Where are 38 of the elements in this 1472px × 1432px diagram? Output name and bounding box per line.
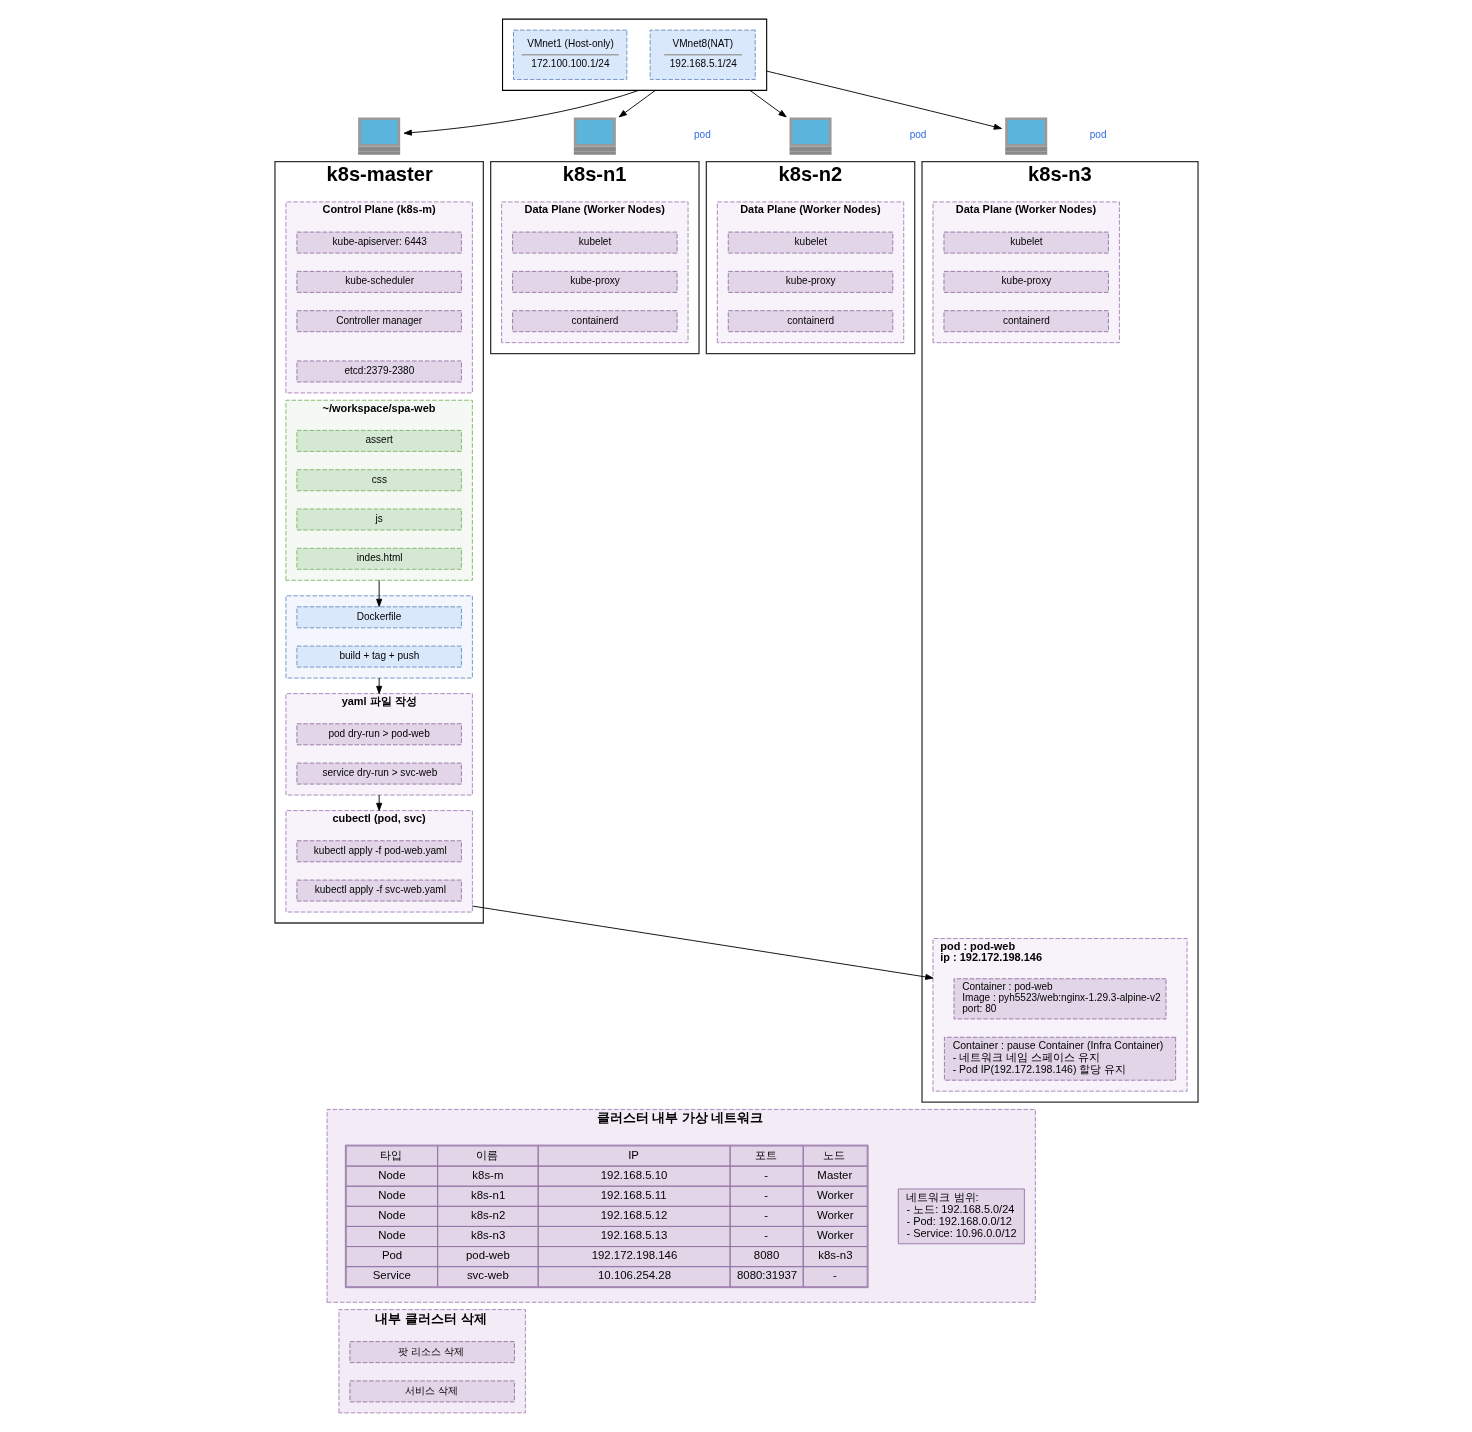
label: IP — [627, 1148, 639, 1161]
label: 192.168.5.10 — [600, 1168, 667, 1181]
label: Node — [377, 1168, 406, 1181]
label: pod — [1089, 129, 1106, 141]
label: - — [763, 1168, 768, 1181]
label: 8080 — [753, 1249, 779, 1262]
label: 이름 — [475, 1148, 498, 1161]
label: Master — [816, 1168, 852, 1181]
label: Node — [377, 1229, 406, 1242]
label: - — [763, 1189, 768, 1202]
label: Worker — [816, 1189, 853, 1202]
label: 192.168.5.13 — [600, 1229, 667, 1242]
label: Worker — [816, 1209, 853, 1222]
label: 192.168.5.12 — [600, 1209, 667, 1222]
label: 10.106.254.28 — [597, 1269, 671, 1282]
label: - — [763, 1209, 768, 1222]
label: 192.172.198.146 — [591, 1249, 677, 1262]
label: Node — [377, 1189, 406, 1202]
label: svc-web — [466, 1269, 509, 1282]
label: Pod — [381, 1249, 402, 1262]
label: k8s-m — [471, 1168, 503, 1181]
label: pod — [909, 129, 926, 141]
label: 8080:31937 — [736, 1269, 797, 1282]
label: Node — [377, 1209, 406, 1222]
label: Worker — [816, 1229, 853, 1242]
label: 타입 — [379, 1148, 402, 1161]
label: k8s-n3 — [470, 1229, 505, 1242]
label: k8s-n1 — [470, 1189, 505, 1202]
label: - — [832, 1269, 837, 1282]
label: pod-web — [465, 1249, 510, 1262]
label: Service — [372, 1269, 411, 1282]
label: k8s-n3 — [817, 1249, 853, 1262]
label: - — [763, 1229, 768, 1242]
label: 포트 — [754, 1148, 777, 1161]
label: k8s-n2 — [470, 1209, 505, 1222]
label: pod — [693, 129, 711, 141]
label: 192.168.5.11 — [600, 1189, 667, 1202]
label: 노드 — [822, 1148, 845, 1161]
